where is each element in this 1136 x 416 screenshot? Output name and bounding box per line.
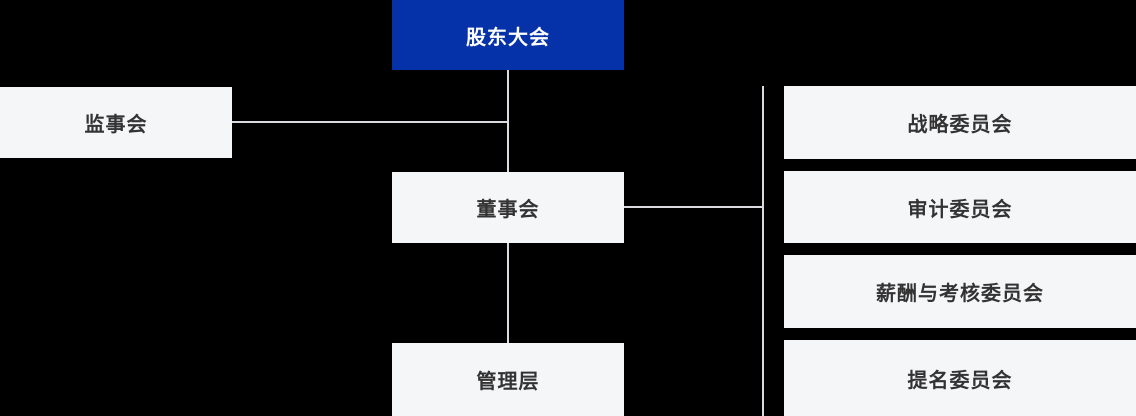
node-remuneration-appraisal-committee: 薪酬与考核委员会 [784, 255, 1136, 328]
node-nomination-committee: 提名委员会 [784, 340, 1136, 416]
node-nomination-committee-label: 提名委员会 [907, 369, 1013, 392]
connector-root-to-board [507, 70, 509, 172]
node-shareholders-meeting-label: 股东大会 [466, 26, 550, 49]
node-strategy-committee: 战略委员会 [784, 86, 1136, 159]
node-board-of-directors: 董事会 [392, 172, 624, 243]
node-shareholders-meeting: 股东大会 [392, 0, 624, 70]
connector-board-to-committees [624, 206, 763, 208]
connector-board-to-management [507, 243, 509, 343]
node-audit-committee: 审计委员会 [784, 171, 1136, 243]
connector-committees-spine [762, 86, 764, 416]
node-strategy-committee-label: 战略委员会 [907, 114, 1013, 136]
node-management: 管理层 [392, 343, 624, 416]
node-board-of-directors-label: 董事会 [476, 199, 540, 221]
node-supervisory-board-label: 监事会 [84, 114, 148, 136]
node-supervisory-board: 监事会 [0, 87, 232, 158]
node-audit-committee-label: 审计委员会 [907, 198, 1013, 221]
node-remuneration-appraisal-committee-label: 薪酬与考核委员会 [876, 283, 1044, 305]
node-management-label: 管理层 [476, 371, 540, 393]
connector-supervisory-to-trunk [232, 121, 508, 123]
